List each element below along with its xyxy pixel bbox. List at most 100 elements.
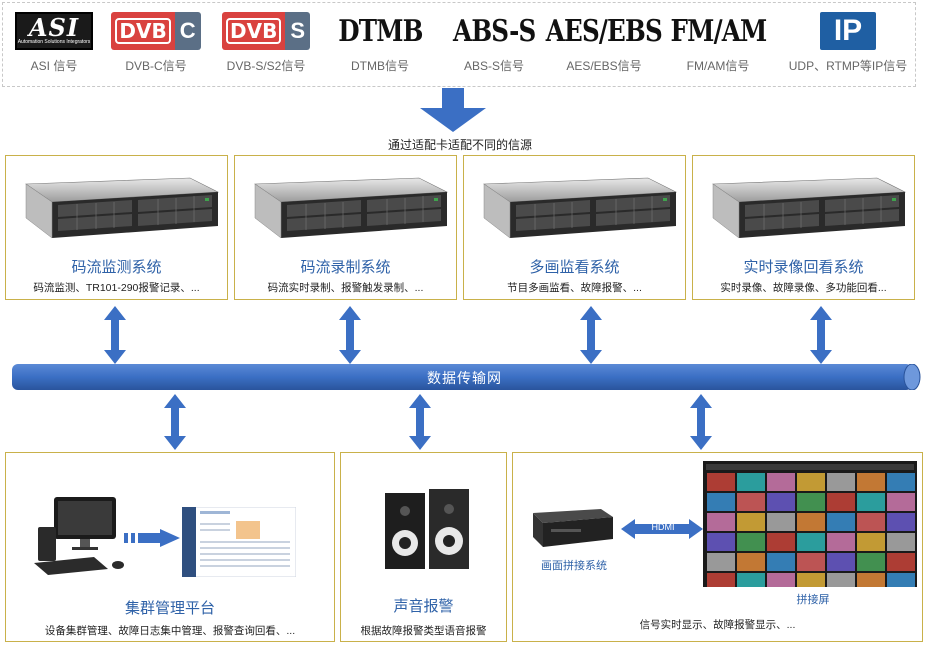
video-wall-tile [887, 513, 915, 531]
signal-dtmb: DTMB DTMB信号 [325, 9, 435, 85]
source-adapter-label: 通过适配卡适配不同的信源 [387, 138, 532, 152]
double-arrow-icon [690, 394, 712, 450]
video-wall-tile [887, 493, 915, 511]
signal-caption: DVB-S/S2信号 [226, 59, 306, 73]
video-wall-tile [887, 553, 915, 571]
signal-abss: ABS-S ABS-S信号 [439, 9, 549, 85]
cluster-management-box: 集群管理平台 设备集群管理、故障日志集中管理、报警查询回看、... [5, 452, 335, 642]
video-wall-tile [737, 553, 765, 571]
video-wall-tile [707, 573, 735, 587]
video-wall-tile [827, 513, 855, 531]
system-title: 码流录制系统 [300, 259, 391, 276]
hdmi-label: HDMI [651, 522, 675, 532]
audio-desc: 根据故障报警类型语音报警 [360, 625, 487, 637]
video-wall-tile [857, 533, 885, 551]
audio-alarm-box: 声音报警 根据故障报警类型语音报警 [340, 452, 507, 642]
video-wall-tile [857, 573, 885, 587]
video-wall-tile [737, 573, 765, 587]
double-arrow-icon [409, 394, 431, 450]
video-wall-tile [797, 553, 825, 571]
system-title: 码流监测系统 [71, 259, 162, 276]
signal-caption: UDP、RTMP等IP信号 [788, 59, 908, 73]
video-wall-tile [827, 473, 855, 491]
video-wall-tile [827, 553, 855, 571]
video-wall-tile [797, 493, 825, 511]
dtmb-logo: DTMB [337, 13, 423, 49]
signal-caption: FM/AM信号 [686, 59, 750, 73]
video-wall-tile [857, 473, 885, 491]
audio-title: 声音报警 [393, 598, 454, 615]
video-wall-tile [707, 533, 735, 551]
management-dashboard-thumbnail [182, 507, 296, 577]
video-wall-tile [887, 533, 915, 551]
display-desc: 信号实时显示、故障报警显示、... [639, 619, 796, 631]
system-box-playback: 实时录像回看系统 实时录像、故障录像、多功能回看... [692, 155, 915, 300]
system-box-multiview: 多画监看系统 节目多画监看、故障报警、... [463, 155, 686, 300]
abss-logo: ABS-S [452, 13, 536, 49]
video-wall-tile [767, 473, 795, 491]
video-wall-tile [797, 573, 825, 587]
double-arrow-icon [164, 394, 186, 450]
display-box: 画面拼接系统 HDMI 拼接屏 信号实时显示、故障报警显示、... [512, 452, 923, 642]
signal-caption: ASI 信号 [30, 59, 78, 73]
video-wall-tile [887, 573, 915, 587]
down-arrow-icon [420, 88, 486, 132]
video-wall-tile [797, 513, 825, 531]
video-wall-tile [827, 533, 855, 551]
video-wall-tile [737, 473, 765, 491]
video-wall-tile [857, 493, 885, 511]
cluster-desc: 设备集群管理、故障日志集中管理、报警查询回看、... [44, 625, 296, 637]
video-wall-tile [737, 513, 765, 531]
video-wall-tile [887, 473, 915, 491]
video-wall-tile [767, 553, 795, 571]
video-wall-tile [827, 573, 855, 587]
video-wall-tile [797, 533, 825, 551]
aesebs-logo: AES/EBS [545, 13, 663, 49]
video-wall-tile [767, 533, 795, 551]
ip-logo: IP [820, 12, 876, 50]
fmam-logo: FM/AM [670, 13, 767, 49]
system-desc: 码流监测、TR101-290报警记录、... [33, 282, 200, 294]
video-wall-tile [707, 493, 735, 511]
video-wall-icon [703, 461, 917, 587]
signal-caption: ABS-S信号 [463, 59, 524, 73]
video-wall-tile [857, 513, 885, 531]
video-wall-tile [737, 533, 765, 551]
video-wall-label: 拼接屏 [796, 594, 830, 606]
network-label: 数据传输网 [427, 370, 502, 386]
video-wall-tile [767, 493, 795, 511]
server-icon [483, 177, 677, 239]
system-title: 多画监看系统 [529, 259, 620, 276]
cluster-title: 集群管理平台 [124, 600, 215, 617]
video-wall-tile [767, 513, 795, 531]
double-arrow-icon [810, 306, 832, 364]
double-arrow-icon [104, 306, 126, 364]
system-box-stream-record: 码流录制系统 码流实时录制、报警触发录制、... [234, 155, 457, 300]
video-wall-tile [767, 573, 795, 587]
system-desc: 码流实时录制、报警触发录制、... [267, 282, 424, 294]
signal-fmam: FM/AM FM/AM信号 [663, 9, 773, 85]
server-icon [25, 177, 219, 239]
system-title: 实时录像回看系统 [743, 259, 864, 276]
signal-caption: DVB-C信号 [125, 59, 187, 73]
video-wall-tile [857, 553, 885, 571]
signal-caption: AES/EBS信号 [566, 59, 642, 73]
video-wall-tile [707, 513, 735, 531]
server-icon [254, 177, 448, 239]
video-wall-tile [827, 493, 855, 511]
splicer-label: 画面拼接系统 [541, 560, 607, 572]
system-box-stream-monitor: 码流监测系统 码流监测、TR101-290报警记录、... [5, 155, 228, 300]
system-desc: 节目多画监看、故障报警、... [507, 282, 642, 294]
video-wall-tile [707, 473, 735, 491]
system-desc: 实时录像、故障录像、多功能回看... [720, 282, 887, 294]
double-arrow-icon [580, 306, 602, 364]
video-wall-tile [737, 493, 765, 511]
desktop-computer-icon [34, 497, 124, 575]
